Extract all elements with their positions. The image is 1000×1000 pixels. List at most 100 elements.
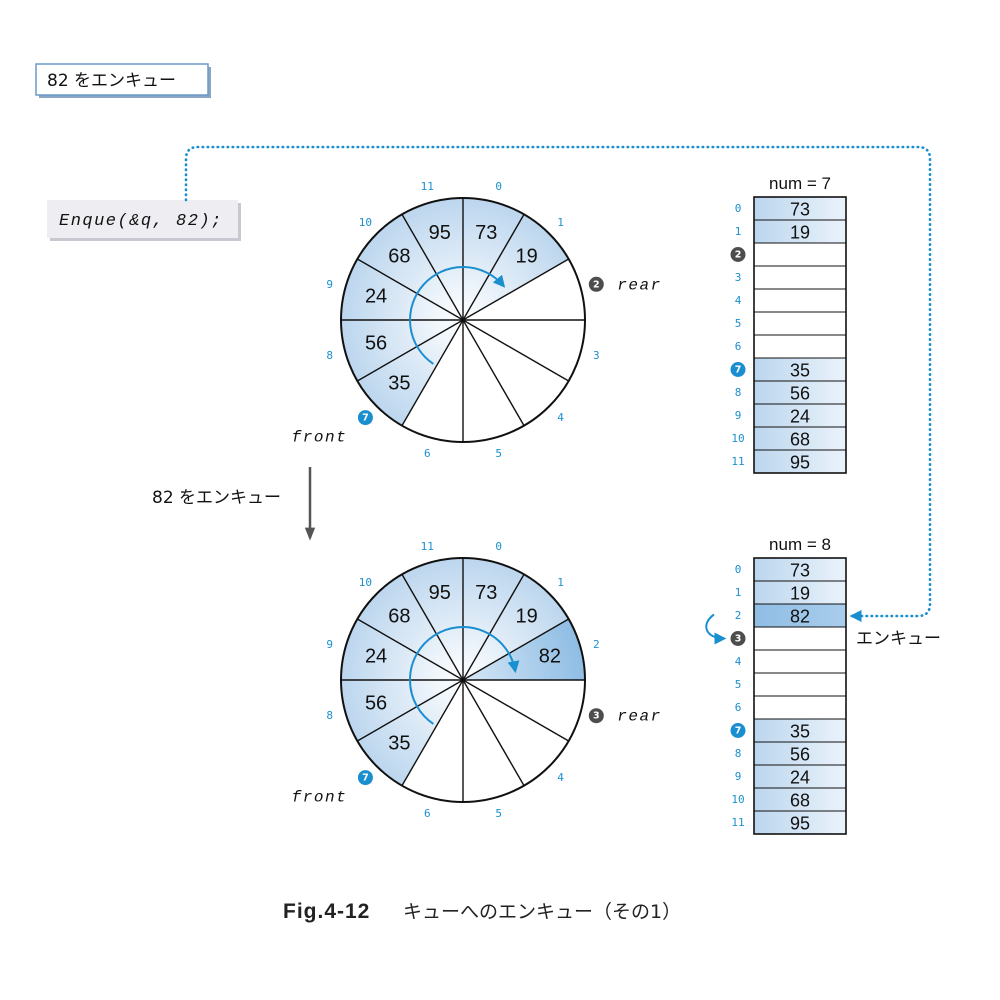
before-array-index-0: 0 xyxy=(735,202,742,215)
after-sector-8 xyxy=(341,680,463,741)
after-array-value-2: 82 xyxy=(790,607,810,627)
before-array-index-4: 4 xyxy=(735,294,742,307)
after-array-index-11: 11 xyxy=(731,816,744,829)
before-array-index-10: 10 xyxy=(731,432,744,445)
before-sector-value-11: 95 xyxy=(429,222,451,244)
after-sector-3 xyxy=(463,680,585,741)
before-sector-value-1: 19 xyxy=(516,245,538,267)
after-sector-4 xyxy=(463,680,569,786)
before-array-value-11: 95 xyxy=(790,453,810,473)
after-array-value-10: 68 xyxy=(790,791,810,811)
before-array-cell-5 xyxy=(753,311,847,336)
before-ring-front-label: front xyxy=(292,429,348,447)
front-marker-circle xyxy=(730,362,746,377)
transition-label: 82 をエンキュー xyxy=(152,488,281,508)
before-array-index-11: 11 xyxy=(731,455,744,468)
rear-marker-index: 2 xyxy=(735,250,742,261)
before-ring-index-10: 10 xyxy=(359,216,372,229)
before-array-index-1: 1 xyxy=(735,225,742,238)
after-ring-index-6: 6 xyxy=(424,807,431,820)
before-ring-index-11: 11 xyxy=(421,180,434,193)
before-array-value-10: 68 xyxy=(790,430,810,450)
after-array-front-marker: 7 xyxy=(730,723,746,738)
after-sector-value-2: 82 xyxy=(539,646,561,668)
after-sector-value-0: 73 xyxy=(475,582,497,604)
before-array-cell-4 xyxy=(753,288,847,313)
before-sector-value-10: 68 xyxy=(388,245,410,267)
after-sector-5 xyxy=(463,680,524,802)
after-sector-value-8: 56 xyxy=(365,692,387,714)
after-ring-rear-label: rear xyxy=(617,708,661,726)
after-array-cell-5 xyxy=(753,672,847,697)
before-ring-index-6: 6 xyxy=(424,447,431,460)
after-sector-value-7: 35 xyxy=(388,733,410,755)
after-array-value-7: 35 xyxy=(790,722,810,742)
after-sector-1 xyxy=(463,574,569,680)
before-ring-index-0: 0 xyxy=(495,180,502,193)
before-array-cell-6 xyxy=(753,334,847,359)
front-marker-index: 7 xyxy=(735,726,742,737)
after-ring-index-4: 4 xyxy=(557,771,564,784)
before-sector-3 xyxy=(463,320,585,381)
after-ring-index-1: 1 xyxy=(557,576,564,589)
after-sector-value-1: 19 xyxy=(516,605,538,627)
rear-marker-circle xyxy=(730,247,746,262)
before-array-cell-2 xyxy=(753,242,847,267)
enqueue-connector xyxy=(184,145,932,622)
before-sector-10 xyxy=(357,214,463,320)
before-sector-8 xyxy=(341,320,463,381)
before-array-value-1: 19 xyxy=(790,223,810,243)
before-ring-outline xyxy=(340,197,586,443)
after-array-outline xyxy=(753,557,847,835)
after-sector-value-9: 24 xyxy=(365,646,387,668)
before-sector-9 xyxy=(341,259,463,320)
before-array-index-5: 5 xyxy=(735,317,742,330)
before-sector-value-8: 56 xyxy=(365,332,387,354)
front-marker-circle xyxy=(357,770,373,786)
code-box: Enque(&q, 82); xyxy=(47,200,241,241)
rear-marker-index: 3 xyxy=(593,711,600,722)
front-marker-index: 7 xyxy=(362,413,369,424)
before-array-index-3: 3 xyxy=(735,271,742,284)
enqueue-label: エンキュー xyxy=(856,629,941,649)
after-ring-rear-marker: 3 xyxy=(588,708,604,724)
before-sector-2 xyxy=(463,259,585,320)
code-box-frame xyxy=(47,200,238,238)
before-array-outline xyxy=(753,196,847,474)
after-ring-index-8: 8 xyxy=(326,709,333,722)
after-ring-outline xyxy=(340,557,586,803)
before-ring-index-9: 9 xyxy=(326,278,333,291)
before-sector-4 xyxy=(463,320,569,426)
figure-number: Fig.4-12 xyxy=(283,900,370,923)
header-box-frame xyxy=(35,63,209,96)
before-array-value-0: 73 xyxy=(790,200,810,220)
rear-marker-circle xyxy=(730,631,746,646)
figure-title: キューへのエンキュー（その1） xyxy=(403,901,681,923)
rear-marker-circle xyxy=(588,708,604,724)
before-sector-5 xyxy=(463,320,524,442)
before-array-value-8: 56 xyxy=(790,384,810,404)
before-array-front-marker: 7 xyxy=(730,362,746,377)
rear-marker-index: 3 xyxy=(735,634,742,645)
after-array-value-1: 19 xyxy=(790,584,810,604)
before-sector-6 xyxy=(402,320,463,442)
before-spoke-5 xyxy=(401,213,525,427)
before-ring-index-5: 5 xyxy=(495,447,502,460)
before-array-index-9: 9 xyxy=(735,409,742,422)
after-array-cell-4 xyxy=(753,649,847,674)
after-array-index-4: 4 xyxy=(735,655,742,668)
before-sector-0 xyxy=(463,198,524,320)
before-ring-front-marker: 7 xyxy=(357,410,373,426)
after-array-value-8: 56 xyxy=(790,745,810,765)
before-rotation-arrow xyxy=(409,266,506,365)
front-marker-index: 7 xyxy=(362,773,369,784)
before-sector-1 xyxy=(463,214,569,320)
after-array-index-0: 0 xyxy=(735,563,742,576)
after-ring-index-2: 2 xyxy=(593,638,600,651)
after-sector-6 xyxy=(402,680,463,802)
